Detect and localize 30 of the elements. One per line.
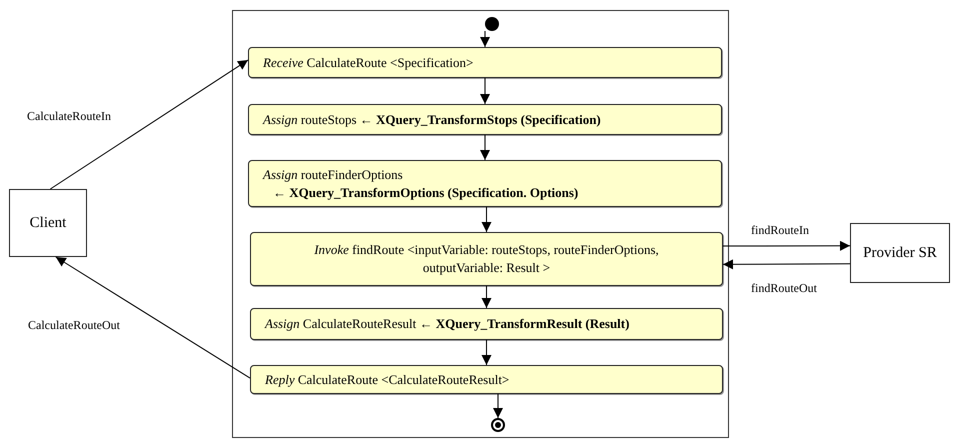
arrow xyxy=(480,134,490,160)
arrow xyxy=(482,340,492,366)
arrow xyxy=(722,259,850,270)
start-node xyxy=(485,17,499,31)
arrow xyxy=(480,30,490,48)
activity-box xyxy=(248,160,722,207)
participant-box xyxy=(850,223,950,283)
activity-box xyxy=(248,104,722,135)
arrow xyxy=(493,394,503,418)
activity-box xyxy=(248,47,722,78)
activity-text: Assign routeStops ← XQuery_TransformStops (Specification) xyxy=(263,110,601,128)
activity-box xyxy=(250,308,723,340)
activity-text: Invoke findRoute <inputVariable: routeStops, routeFinderOptions, outputVariable: Result > xyxy=(313,241,660,277)
arrow xyxy=(55,256,250,379)
activity-box xyxy=(250,365,723,394)
process-frame xyxy=(232,10,729,438)
arrow xyxy=(482,206,492,232)
participant-name: Client xyxy=(30,214,66,232)
arrow xyxy=(50,60,248,190)
activity-text: Assign CalculateRouteResult ← XQuery_TransformResult (Result) xyxy=(265,315,630,333)
activity-box xyxy=(250,232,723,286)
end-node xyxy=(491,418,505,432)
activity-text: Reply CalculateRoute <CalculateRouteResult> xyxy=(265,370,510,388)
participant-box xyxy=(9,189,87,257)
participant-name: Provider SR xyxy=(863,244,937,262)
arrow xyxy=(480,78,490,104)
activity-text: Receive CalculateRoute <Specification> xyxy=(263,54,474,72)
arrow xyxy=(722,240,850,251)
arrow xyxy=(482,286,492,308)
activity-text: Assign routeFinderOptions ← XQuery_TransformOptions (Specification. Options) xyxy=(263,166,578,202)
